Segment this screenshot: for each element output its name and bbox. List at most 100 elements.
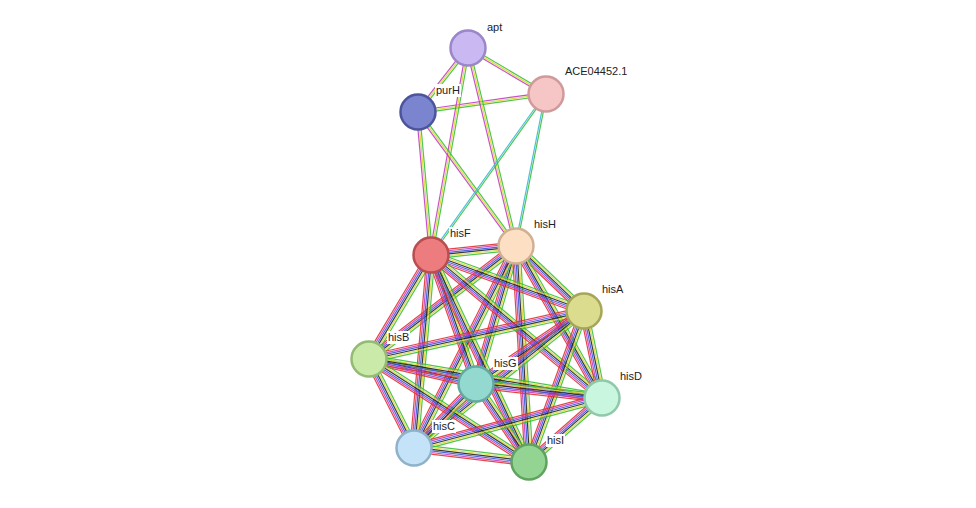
- evidence-strand: [483, 57, 531, 85]
- interaction-edge: [493, 382, 585, 400]
- evidence-strand: [446, 265, 566, 309]
- interaction-edge: [430, 399, 586, 448]
- node-label: hisG: [493, 357, 518, 370]
- interaction-edge: [448, 244, 499, 257]
- node-label: hisC: [432, 420, 456, 433]
- evidence-strand: [493, 390, 584, 400]
- evidence-strand: [471, 65, 511, 229]
- evidence-strand: [427, 127, 504, 233]
- evidence-strand: [379, 270, 423, 344]
- node-disc: [352, 342, 387, 377]
- protein-node: hisG: [457, 365, 495, 403]
- protein-node: purH: [399, 93, 437, 131]
- protein-node: hisI: [510, 443, 548, 481]
- node-circle: [497, 227, 535, 265]
- evidence-strand: [447, 263, 567, 307]
- evidence-strand: [541, 408, 588, 449]
- node-label: apt: [486, 21, 503, 34]
- evidence-strand: [472, 65, 512, 229]
- evidence-strand: [431, 452, 511, 462]
- node-label: hisI: [546, 434, 565, 447]
- node-disc: [451, 31, 486, 66]
- node-disc: [401, 95, 436, 130]
- evidence-strand: [423, 394, 461, 433]
- evidence-strand: [418, 130, 428, 238]
- evidence-strand: [447, 262, 567, 306]
- evidence-strand: [442, 109, 537, 242]
- evidence-strand: [540, 407, 587, 448]
- evidence-strand: [441, 108, 536, 241]
- node-circle: [527, 75, 565, 113]
- evidence-strand: [543, 410, 590, 451]
- protein-node: hisB: [350, 340, 388, 378]
- evidence-strand: [545, 413, 592, 454]
- evidence-strand: [380, 271, 424, 345]
- evidence-strand: [482, 58, 530, 86]
- evidence-strand: [420, 129, 430, 237]
- evidence-strand: [585, 329, 596, 382]
- evidence-strand: [489, 319, 568, 372]
- evidence-strand: [432, 406, 586, 447]
- node-circle: [395, 429, 433, 467]
- node-circle: [583, 379, 621, 417]
- interaction-edge: [375, 268, 426, 346]
- node-disc: [459, 367, 494, 402]
- evidence-strand: [375, 376, 404, 434]
- evidence-strand: [386, 312, 567, 352]
- node-circle: [457, 365, 495, 403]
- node-label: hisH: [533, 218, 557, 231]
- node-disc: [567, 294, 602, 329]
- evidence-strand: [488, 317, 567, 370]
- node-disc: [414, 238, 449, 273]
- evidence-strand: [542, 409, 589, 450]
- evidence-strand: [376, 375, 405, 433]
- evidence-strand: [385, 311, 566, 351]
- interaction-edge: [418, 129, 431, 237]
- evidence-strand: [520, 111, 543, 229]
- interaction-edge: [431, 446, 512, 464]
- evidence-strand: [493, 388, 584, 398]
- node-label: hisB: [387, 331, 410, 344]
- protein-node: hisD: [583, 379, 621, 417]
- evidence-strand: [377, 270, 421, 344]
- node-circle: [449, 29, 487, 67]
- interaction-edge: [427, 125, 507, 233]
- node-disc: [397, 431, 432, 466]
- evidence-strand: [431, 454, 511, 464]
- evidence-strand: [484, 56, 532, 84]
- protein-node: ACE04452.1: [527, 75, 565, 113]
- node-circle: [565, 292, 603, 330]
- protein-node: hisH: [497, 227, 535, 265]
- node-disc: [585, 381, 620, 416]
- node-label: ACE04452.1: [564, 65, 628, 78]
- evidence-strand: [544, 411, 591, 452]
- evidence-strand: [430, 125, 507, 231]
- evidence-strand: [424, 395, 462, 434]
- protein-node: hisC: [395, 429, 433, 467]
- interaction-edge: [446, 257, 569, 308]
- evidence-strand: [373, 376, 402, 434]
- node-disc: [529, 77, 564, 112]
- evidence-strand: [428, 126, 505, 232]
- node-circle: [510, 443, 548, 481]
- evidence-strand: [427, 397, 465, 436]
- node-label: hisF: [449, 227, 472, 240]
- node-label: hisA: [601, 283, 624, 296]
- protein-node: hisF: [412, 236, 450, 274]
- interaction-edge: [540, 407, 592, 454]
- protein-node: hisA: [565, 292, 603, 330]
- node-circle: [399, 93, 437, 131]
- node-circle: [350, 340, 388, 378]
- evidence-strand: [381, 272, 425, 346]
- node-label: hisD: [619, 370, 643, 383]
- evidence-strand: [426, 396, 464, 435]
- interaction-edge: [482, 56, 531, 87]
- evidence-strand: [584, 329, 595, 382]
- node-circle: [412, 236, 450, 274]
- interaction-edge: [441, 108, 537, 241]
- evidence-strand: [448, 244, 498, 249]
- interaction-edge: [584, 327, 603, 381]
- node-label: purH: [435, 84, 461, 97]
